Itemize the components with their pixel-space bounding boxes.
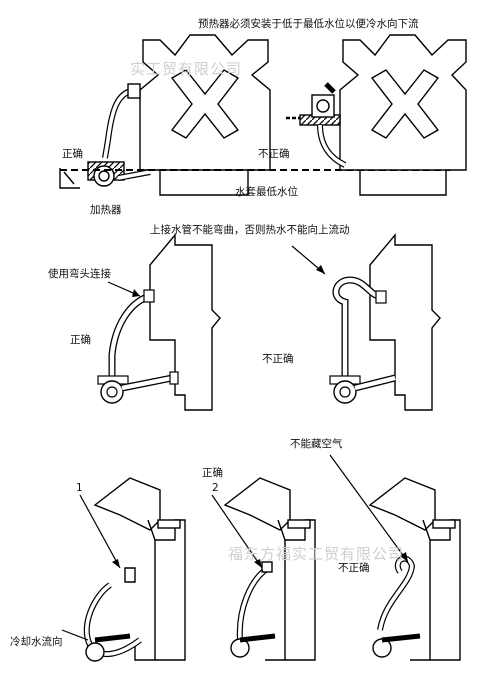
label-correct-3: 正确	[202, 467, 223, 479]
bottom-diagram-2	[223, 477, 316, 661]
label-correct-2: 正确	[70, 334, 91, 346]
bottom-diagram-1	[83, 477, 186, 662]
watermark-top: 实工贸有限公司	[130, 60, 243, 78]
label-correct-1: 正确	[62, 148, 83, 160]
label-incorrect-2: 不正确	[262, 353, 294, 365]
heater-right	[286, 82, 347, 168]
label-no-air: 不能藏空气	[290, 438, 343, 450]
label-water-level: 水套最低水位	[235, 186, 298, 198]
coolant-flow-arrow	[61, 629, 89, 641]
label-incorrect-3: 不正确	[338, 562, 370, 574]
label-heater: 加热器	[90, 204, 122, 216]
label-num-1: 1	[76, 482, 83, 494]
label-num-2: 2	[212, 482, 219, 494]
pipe-mid-right	[329, 276, 396, 404]
engine-left-correct	[139, 34, 271, 196]
block-mid-left	[149, 233, 221, 411]
label-incorrect-1: 不正确	[258, 148, 290, 160]
section2-heading: 上接水管不能弯曲，否则热水不能向上流动	[150, 224, 350, 236]
engine-right-incorrect	[339, 34, 467, 196]
section1-heading: 预热器必须安装于低于最低水位以便冷水向下流	[198, 18, 419, 30]
pipe-mid-left	[97, 289, 179, 404]
label-coolant-flow: 冷却水流向	[10, 636, 63, 648]
block-mid-right	[369, 233, 441, 411]
label-elbow: 使用弯头连接	[48, 268, 111, 280]
bottom-diagram-3	[368, 477, 461, 661]
heater-left	[59, 83, 151, 189]
watermark-bottom: 福东方福实工贸有限公司	[228, 545, 405, 563]
